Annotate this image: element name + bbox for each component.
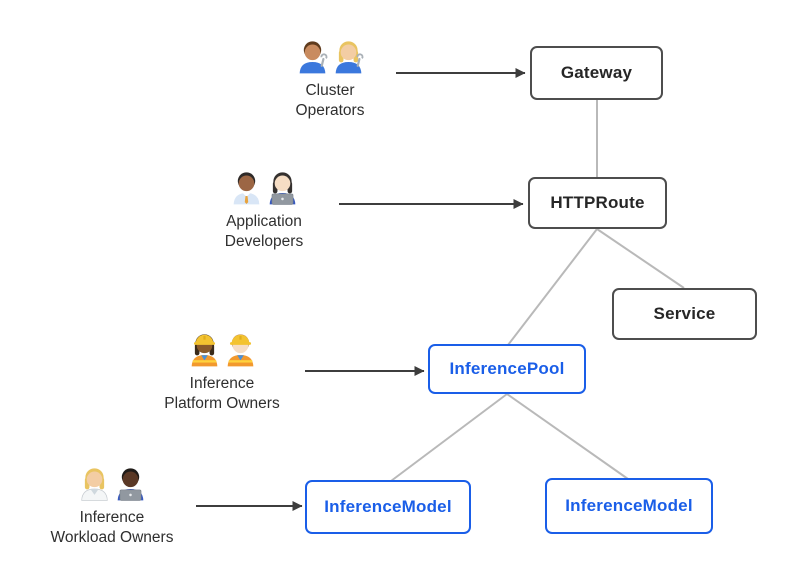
actor-label-line: Inference [79,509,145,526]
actor-inference-workload-owners: Inference Workload Owners [22,464,202,548]
platform-owners-emoji-pair [188,330,257,367]
woman-construction-worker-icon [191,334,217,367]
edge-httproute-service [596,228,685,289]
node-inferencemodel-right: InferenceModel [545,478,713,534]
health-worker-icon [80,468,108,501]
man-construction-worker-icon [227,334,253,367]
actor-label-line: Operators [295,102,365,119]
application-developers-label: Application Developers [225,212,303,252]
edge-inferencepool-inferencemodel-left [390,393,508,482]
node-gateway: Gateway [530,46,663,100]
node-service: Service [612,288,757,340]
man-technologist-icon [117,468,143,501]
edge-httproute-inferencepool [507,228,598,346]
node-httproute: HTTPRoute [528,177,667,229]
workload-owners-label: Inference Workload Owners [51,508,174,548]
platform-owners-label: Inference Platform Owners [164,374,279,414]
actor-application-developers: Application Developers [174,168,354,252]
man-mechanic-icon [299,41,327,74]
cluster-operators-emoji-pair [296,37,365,74]
actor-cluster-operators: Cluster Operators [240,37,420,121]
edge-inferencepool-inferencemodel-right [506,393,629,480]
workload-owners-emoji-pair [78,464,147,501]
node-inferencepool: InferencePool [428,344,586,394]
application-developers-emoji-pair [230,168,299,205]
actor-label-line: Cluster [305,82,355,99]
woman-mechanic-icon [335,41,363,74]
cluster-operators-label: Cluster Operators [296,81,365,121]
actor-label-line: Developers [224,233,304,250]
woman-technologist-icon [269,172,295,205]
actor-label-line: Workload Owners [50,529,174,546]
actor-label-line: Inference [189,375,255,392]
actor-inference-platform-owners: Inference Platform Owners [132,330,312,414]
node-inferencemodel-left: InferenceModel [305,480,471,534]
actor-label-line: Platform Owners [164,395,280,412]
actor-label-line: Application [226,213,302,230]
man-office-worker-icon [233,172,259,205]
